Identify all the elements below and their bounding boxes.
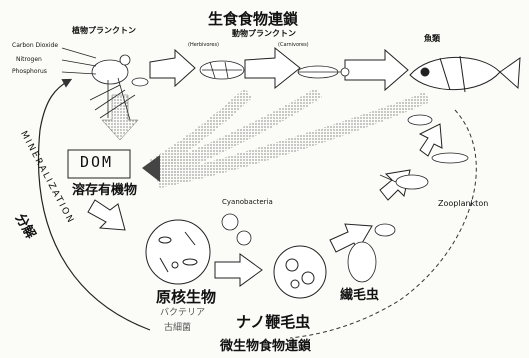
dashed-return-arc <box>289 109 477 339</box>
mineralization-arc <box>37 78 151 331</box>
prokaryotes-label: 原核生物 <box>156 288 217 306</box>
grazing-food-chain-title: 生食食物連鎖 <box>208 10 299 28</box>
phytoplankton-cluster-icon <box>89 54 149 121</box>
nanoflagellate-circle-icon <box>273 245 327 299</box>
ciliates-label: 繊毛虫 <box>340 288 380 303</box>
carnivore-icon <box>297 65 350 79</box>
dom-to-bacteria-arrow <box>87 199 126 231</box>
archaea-label: 古細菌 <box>164 323 192 333</box>
cyanobacteria-label: Cyanobacteria <box>222 198 273 206</box>
bacteria-label: バクテリア <box>160 308 206 318</box>
nutrient-carbon-dioxide: Carbon Dioxide <box>12 42 59 49</box>
dom-release-arrows <box>101 88 430 188</box>
nutrient-phosphorus: Phosphorus <box>12 68 47 75</box>
dom-ja-label: 溶存有機物 <box>72 183 138 198</box>
microbial-food-chain-title: 微生物食物連鎖 <box>220 339 312 354</box>
carnivores-label: (Carnivores) <box>278 42 309 48</box>
grazing-chain-arrows <box>149 46 409 92</box>
fish-icon <box>409 55 521 93</box>
fish-label: 魚類 <box>424 34 440 43</box>
herbivores-label: (Herbivores) <box>188 42 220 48</box>
dom-box <box>67 149 131 179</box>
cyanobacteria-icon <box>221 213 252 246</box>
phytoplankton-label: 植物プランクトン <box>72 26 136 35</box>
nanoflagellates-label: ナノ鞭毛虫 <box>236 313 311 331</box>
prokaryote-circle-icon <box>145 219 211 285</box>
zooplankton-icon <box>379 114 469 190</box>
nutrient-nitrogen: Nitrogen <box>16 56 42 63</box>
herbivore-icon <box>199 60 245 80</box>
zooplankton-en-label: Zooplankton <box>438 199 489 208</box>
ciliate-icon <box>347 223 396 283</box>
nutrient-arrows <box>61 47 97 75</box>
dom-label: DOM <box>80 153 114 171</box>
zooplankton-ja-label: 動物プランクトン <box>232 29 296 38</box>
